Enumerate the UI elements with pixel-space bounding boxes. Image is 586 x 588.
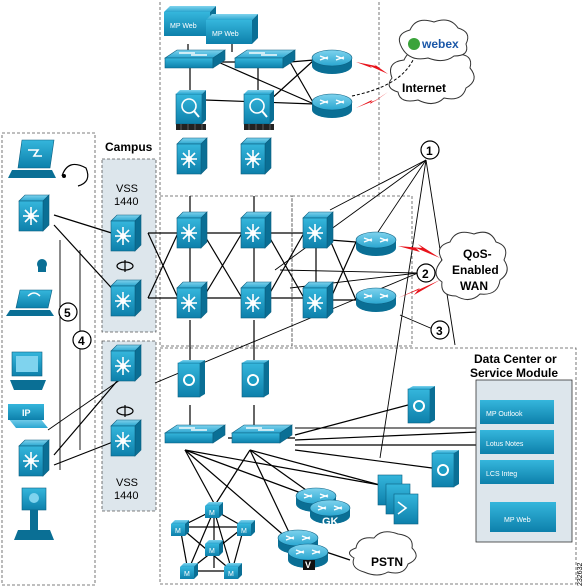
softphone-headset-icon <box>61 163 89 187</box>
gk-label: GK <box>322 516 339 528</box>
video-endpoint <box>14 487 54 540</box>
wan-bolts <box>356 62 440 298</box>
ip-phone: IP <box>8 404 48 428</box>
lcs-integ-label: LCS Integ <box>486 471 517 478</box>
wan-switch-bottom <box>302 281 334 319</box>
wan-switch-top <box>302 211 334 249</box>
vss-switch-top-b <box>110 279 142 317</box>
mp-web-server-label: MP Web <box>504 517 531 524</box>
ips-firewall-a <box>175 89 207 131</box>
mcu-label-1: M <box>209 510 215 517</box>
wan-router-top <box>355 231 397 257</box>
webex-globe-icon <box>408 38 420 50</box>
internet-flat-switch-a <box>164 49 226 69</box>
core-switch-top-right <box>240 211 272 249</box>
webex-link-dashed <box>351 57 415 97</box>
internet-flat-switch-b <box>234 49 296 69</box>
content-switch-stack <box>377 474 419 525</box>
dc-flat-switch-a <box>164 424 226 444</box>
mcu-label-3: M <box>241 528 247 535</box>
edge-distribution-switch-a <box>176 137 208 175</box>
media-server-a <box>407 385 436 424</box>
internet-label: Internet <box>402 81 446 95</box>
internet-router-b <box>311 93 353 119</box>
campus-access-switch-bottom <box>18 439 50 477</box>
wan-edge-frame <box>291 195 413 347</box>
mp-web-label-b: MP Web <box>212 31 239 38</box>
mp-outlook-label: MP Outlook <box>486 411 523 418</box>
vss-link-icon-bottom <box>116 405 134 417</box>
mcu-cluster: M M M M M M <box>171 502 255 579</box>
qos-label-2: Enabled <box>452 263 499 277</box>
ips-firewall-b <box>243 89 275 131</box>
gatekeeper-router: GK <box>295 487 351 528</box>
vss-bottom-label-1: VSS <box>116 477 138 489</box>
mcu-label-4: M <box>209 548 215 555</box>
media-server-b <box>431 449 460 488</box>
mp-web-label-a: MP Web <box>170 23 197 30</box>
figure-id: 232632 <box>577 563 584 586</box>
laptop-wireless <box>6 259 54 316</box>
pstn-label: PSTN <box>371 555 403 569</box>
vss-switch-top-a <box>110 214 142 252</box>
voice-gateway-label: V <box>305 560 311 570</box>
callout-1-text: 1 <box>426 144 433 158</box>
mp-web-server-b: MP Web <box>206 14 258 44</box>
dc-label-2: Service Module <box>470 366 558 380</box>
desktop-pc <box>10 351 46 390</box>
mcu-label-6: M <box>228 571 234 578</box>
dc-label-1: Data Center or <box>474 352 557 366</box>
campus-label: Campus <box>105 140 153 154</box>
edge-distribution-switch-b <box>240 137 272 175</box>
dc-flat-switch-b <box>231 424 293 444</box>
callout-3: 3 <box>430 320 450 340</box>
callout-4-text: 4 <box>78 334 85 348</box>
mp-web-server-a: MP Web <box>164 6 216 36</box>
internet-router-a <box>311 49 353 75</box>
region-frames <box>1 2 577 586</box>
webex-label: webex <box>421 37 459 51</box>
voice-gateway-router: V <box>277 529 329 570</box>
vss-link-icon-top <box>116 260 134 272</box>
wan-router-bottom <box>355 287 397 313</box>
mcu-label-2: M <box>175 528 181 535</box>
ip-phone-label: IP <box>22 408 31 418</box>
qos-wan-cloud: QoS- Enabled WAN <box>435 231 508 300</box>
qos-label-1: QoS- <box>463 247 492 261</box>
vss-switch-bottom-a <box>110 344 142 382</box>
callout-3-text: 3 <box>436 324 443 338</box>
callout-5-text: 5 <box>64 306 71 320</box>
callout-5: 5 <box>58 302 78 322</box>
dc-firewall-b <box>241 359 270 398</box>
core-switch-bottom-right <box>240 281 272 319</box>
callout-1: 1 <box>420 140 440 160</box>
pstn-cloud: PSTN <box>349 531 417 576</box>
dc-firewall-a <box>177 359 206 398</box>
callout-2-text: 2 <box>422 267 429 281</box>
vss-top-label-2: 1440 <box>114 196 138 208</box>
callout-4: 4 <box>72 330 92 350</box>
datacenter-frame <box>159 347 577 585</box>
lotus-notes-label: Lotus Notes <box>486 441 524 448</box>
vss-bottom-label-2: 1440 <box>114 490 138 502</box>
mcu-label-5: M <box>184 571 190 578</box>
vss-switch-bottom-b <box>110 419 142 457</box>
webex-cloud: webex <box>398 19 469 62</box>
application-server-panel: MP Outlook Lotus Notes LCS Integ MP Web <box>475 379 573 543</box>
qos-label-3: WAN <box>460 279 488 293</box>
callout-2: 2 <box>416 263 436 283</box>
callout-arrows <box>47 159 456 470</box>
core-switch-top-left <box>176 211 208 249</box>
campus-frame <box>1 132 96 586</box>
core-switch-bottom-left <box>176 281 208 319</box>
vss-top-label-1: VSS <box>116 183 138 195</box>
laptop-top <box>8 139 56 178</box>
campus-access-switch-top <box>18 194 50 232</box>
